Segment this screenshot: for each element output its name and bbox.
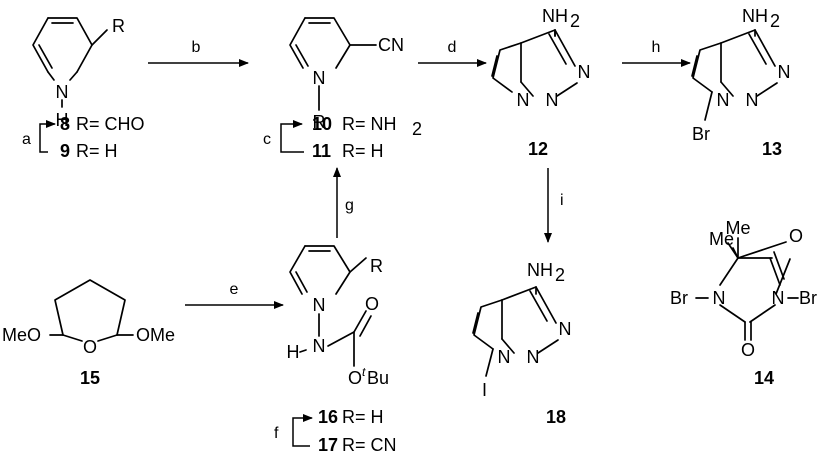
compound-number: 9: [60, 141, 70, 161]
compound-15-structure: O MeO OMe: [2, 279, 175, 357]
compound-14-number: 14: [754, 368, 774, 388]
step-f-arrow: [292, 414, 313, 447]
atom-r-label: R: [313, 112, 326, 132]
atom-r-label: R: [112, 16, 125, 36]
tert-superscript: t: [362, 365, 366, 379]
carbonyl-oxygen-label: O: [789, 226, 803, 246]
carbonyl-oxygen-label: O: [365, 294, 379, 314]
atom-n-label: N: [717, 90, 730, 110]
compound-r-group: R= CHO: [76, 114, 145, 134]
compound-number: 8: [60, 114, 70, 134]
atom-n-label: N: [313, 295, 326, 315]
iodo-label: I: [482, 380, 487, 400]
amino-nh-label: NH: [527, 260, 553, 280]
step-h-label: h: [652, 39, 661, 56]
compound-12-number: 12: [528, 139, 548, 159]
step-d-label: d: [448, 39, 457, 56]
atom-n-label: N: [713, 288, 726, 308]
step-c-arrow: [280, 120, 304, 153]
compound-18-number: 18: [546, 407, 566, 427]
amino-subscript: 2: [570, 11, 580, 31]
compound-r-group-subscript: 2: [412, 119, 422, 139]
atom-n-label: N: [498, 347, 511, 367]
compound-8-label: 8 R= CHO: [60, 114, 145, 134]
cyanopyrrole-10-11-structure: N R CN: [289, 17, 404, 132]
compound-r-group: R= H: [76, 141, 118, 161]
carbonyl-oxygen-label: O: [741, 340, 755, 360]
step-e-label: e: [230, 281, 239, 298]
compound-number: 16: [318, 407, 338, 427]
methoxy-right-label: OMe: [136, 325, 175, 345]
ester-oxygen-label: O: [348, 368, 362, 388]
step-a-label: a: [22, 131, 31, 148]
atom-n-label: N: [746, 90, 759, 110]
amino-subscript: 2: [770, 11, 780, 31]
amino-nh-label: NH: [742, 6, 768, 26]
atom-h-label: H: [56, 110, 69, 130]
compound-r-group: R= H: [342, 407, 384, 427]
methyl-label: Me: [709, 229, 734, 249]
ring-oxygen-label: O: [83, 337, 97, 357]
compound-12-structure: NH 2 N N N: [491, 6, 591, 110]
methoxy-left-label: MeO: [2, 325, 41, 345]
compound-16-17-structure: N N H O R O t Bu: [287, 245, 389, 388]
atom-n-label: N: [778, 62, 791, 82]
compound-18-structure: NH 2 N N N I: [472, 260, 572, 400]
compound-13-structure: NH 2 N N N Br: [691, 6, 791, 144]
step-b-label: b: [192, 39, 201, 56]
pyrrole-8-9-structure: N H R: [32, 16, 125, 130]
methyl-label: Me: [725, 218, 750, 238]
bromo-label: Br: [692, 124, 710, 144]
bromo-label: Br: [799, 288, 817, 308]
compound-11-label: 11 R= H: [312, 141, 384, 161]
atom-r-label: R: [370, 256, 383, 276]
step-g-label: g: [345, 197, 354, 214]
atom-n-label: N: [546, 90, 559, 110]
atom-n-label: N: [56, 82, 69, 102]
compound-number: 11: [312, 141, 331, 161]
atom-n-label: N: [517, 90, 530, 110]
compound-15-number: 15: [80, 368, 100, 388]
compound-number: 17: [318, 435, 338, 455]
atom-n-label: N: [578, 62, 591, 82]
compound-16-label: 16 R= H: [318, 407, 384, 427]
step-i-label: i: [560, 192, 564, 209]
compound-r-group: R= NH: [342, 114, 397, 134]
nitrile-cn-label: CN: [378, 35, 404, 55]
atom-n-label: N: [313, 336, 326, 356]
amino-nh-label: NH: [542, 6, 568, 26]
step-f-label: f: [274, 425, 279, 442]
step-c-label: c: [263, 131, 271, 148]
compound-10-label: 10 R= NH 2: [312, 114, 422, 139]
compound-17-label: 17 R= CN: [318, 435, 397, 455]
atom-n-label: N: [527, 347, 540, 367]
compound-number: 10: [312, 114, 332, 134]
compound-14-structure: Me Me O N N Br Br O: [670, 218, 817, 360]
atom-n-label: N: [559, 319, 572, 339]
atom-n-label: N: [313, 68, 326, 88]
compound-9-label: 9 R= H: [60, 141, 118, 161]
amino-subscript: 2: [555, 265, 565, 285]
bromo-label: Br: [670, 288, 688, 308]
compound-r-group: R= CN: [342, 435, 397, 455]
atom-n-label: N: [772, 288, 785, 308]
step-a-arrow: [39, 120, 56, 153]
compound-r-group: R= H: [342, 141, 384, 161]
atom-h-label: H: [287, 342, 300, 362]
compound-13-number: 13: [762, 139, 782, 159]
butyl-label: Bu: [367, 368, 389, 388]
